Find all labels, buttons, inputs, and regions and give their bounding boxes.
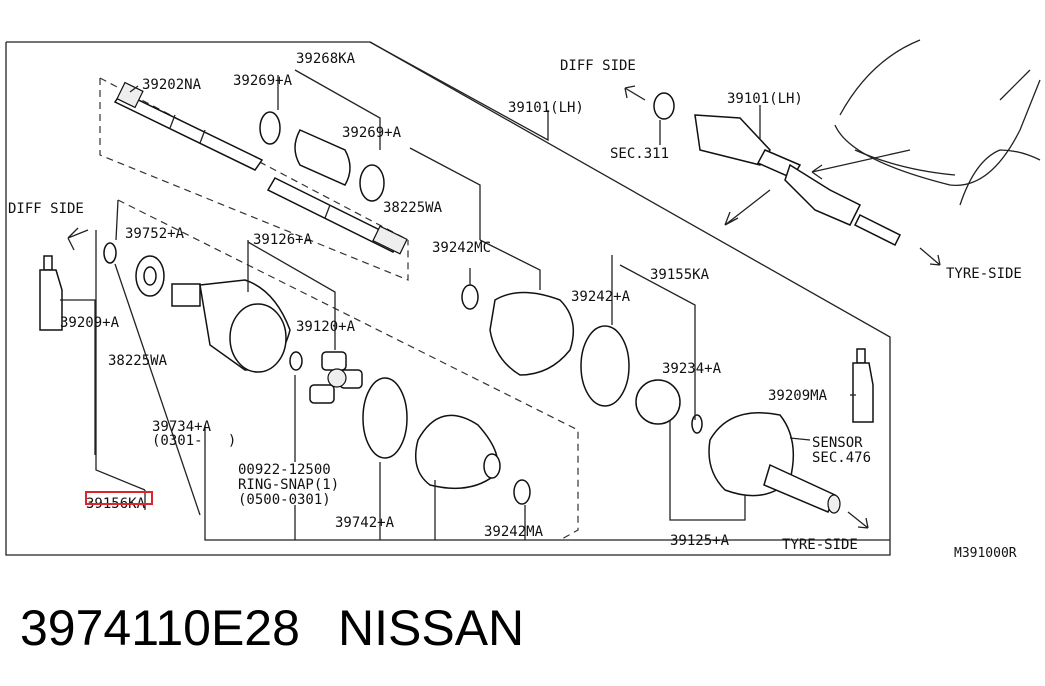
label-39242MC: 39242MC [432, 240, 491, 256]
highlight-box [85, 491, 153, 505]
label-39125A: 39125+A [670, 533, 730, 549]
label-tyre-side-top: TYRE-SIDE [946, 266, 1022, 282]
figure-code: M391000R [954, 546, 1017, 561]
label-39101LH-2: 39101(LH) [727, 91, 803, 107]
direction-arrows [67, 85, 941, 529]
tripod-part [309, 351, 363, 404]
outer-joint-part [635, 379, 841, 514]
label-ring-snap: RING-SNAP(1) [238, 477, 339, 493]
label-39126A: 39126+A [253, 232, 313, 248]
label-39269A-1: 39269+A [233, 73, 293, 89]
label-diff-side-left: DIFF SIDE [8, 201, 84, 217]
dashed-group-outline [99, 78, 409, 281]
brand-name: NISSAN [338, 600, 524, 656]
label-tyre-side-bottom: TYRE-SIDE [782, 537, 858, 553]
boot-part-lower [362, 377, 531, 505]
leader-lines [60, 41, 890, 541]
label-ring-snap-range: (0500-0301) [238, 492, 331, 508]
grease-bottle-right [852, 348, 874, 423]
label-sec476: SEC.476 [812, 450, 871, 466]
label-39155KA: 39155KA [650, 267, 710, 283]
label-39209MA: 39209MA [768, 388, 828, 404]
diagram-frame [5, 41, 891, 556]
label-39242MA: 39242MA [484, 524, 544, 540]
boot-part-middle [461, 284, 630, 407]
label-sensor: SENSOR [812, 435, 863, 451]
label-39120A: 39120+A [296, 319, 356, 335]
label-39234A: 39234+A [662, 361, 722, 377]
label-39242A: 39242+A [571, 289, 631, 305]
label-38225WA-2: 38225WA [108, 353, 168, 369]
label-39734A: 39734+A [152, 419, 212, 435]
label-39269A-2: 39269+A [342, 125, 402, 141]
part-number: 3974110E28 [20, 600, 300, 656]
label-00922-12500: 00922-12500 [238, 462, 331, 478]
label-diff-side-top: DIFF SIDE [560, 58, 636, 74]
inner-joint-part [103, 242, 303, 373]
label-39268KA: 39268KA [296, 51, 356, 67]
label-39734A-range: (0301- ) [152, 433, 236, 449]
label-39101LH-1: 39101(LH) [508, 100, 584, 116]
label-39752A: 39752+A [125, 226, 185, 242]
car-outline [834, 39, 1041, 206]
label-39209A: 39209+A [60, 315, 120, 331]
assembled-shaft [653, 92, 902, 247]
label-sec311: SEC.311 [610, 146, 669, 162]
label-39742A: 39742+A [335, 515, 395, 531]
label-39202NA: 39202NA [142, 77, 202, 93]
label-38225WA-1: 38225WA [383, 200, 443, 216]
grease-bottle-left [39, 255, 63, 331]
shaft-part [113, 81, 408, 255]
damper-part [259, 111, 385, 202]
dashed-boot-group [117, 199, 579, 541]
